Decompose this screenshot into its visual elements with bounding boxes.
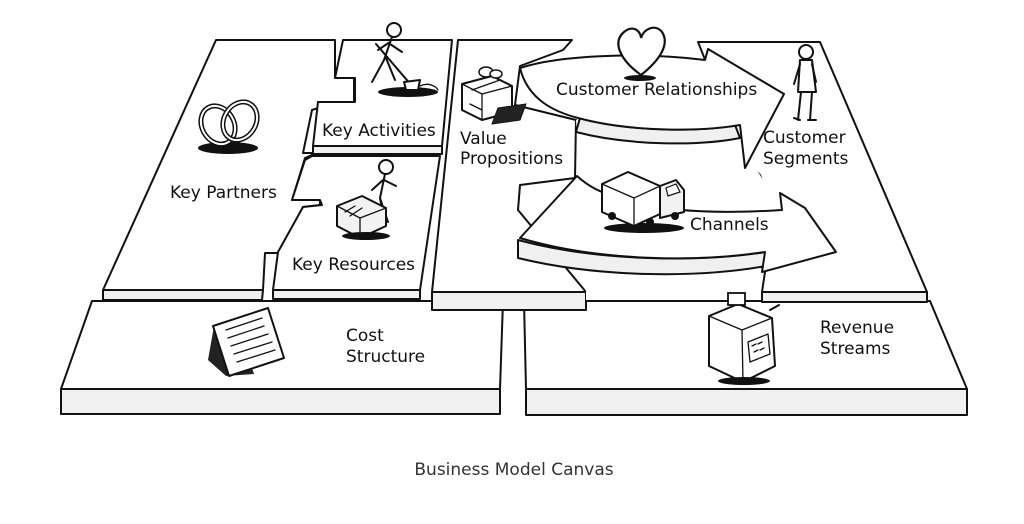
customer-segments-label-line1: Customer	[763, 128, 846, 148]
cost-structure-label-line1: Cost	[346, 326, 384, 346]
diagram-caption: Business Model Canvas	[414, 460, 613, 480]
heart-icon	[617, 26, 666, 81]
invoice-document-icon	[208, 307, 285, 377]
revenue-streams-label-line2: Streams	[820, 339, 891, 359]
person-digging-icon	[371, 22, 439, 97]
interlocked-rings-icon	[198, 99, 260, 154]
person-with-machine-icon	[336, 159, 397, 240]
revenue-streams-label-line1: Revenue	[820, 318, 894, 338]
cash-register-icon	[708, 292, 780, 385]
delivery-truck-icon	[601, 171, 685, 233]
standing-person-icon	[793, 44, 817, 121]
cost-structure-label-line2: Structure	[346, 347, 425, 367]
key-activities-label: Key Activities	[322, 121, 436, 141]
gift-box-icon	[461, 66, 527, 125]
channels-label: Channels	[690, 215, 769, 235]
value-propositions-label-line2: Propositions	[460, 149, 563, 169]
cost-structure-block	[60, 300, 504, 415]
customer-relationships-arrow	[519, 48, 785, 169]
key-partners-label: Key Partners	[170, 183, 277, 203]
value-propositions-label-line1: Value	[460, 129, 507, 149]
customer-relationships-label: Customer Relationships	[556, 80, 757, 100]
customer-segments-label-line2: Segments	[763, 149, 849, 169]
key-resources-label: Key Resources	[292, 255, 415, 275]
